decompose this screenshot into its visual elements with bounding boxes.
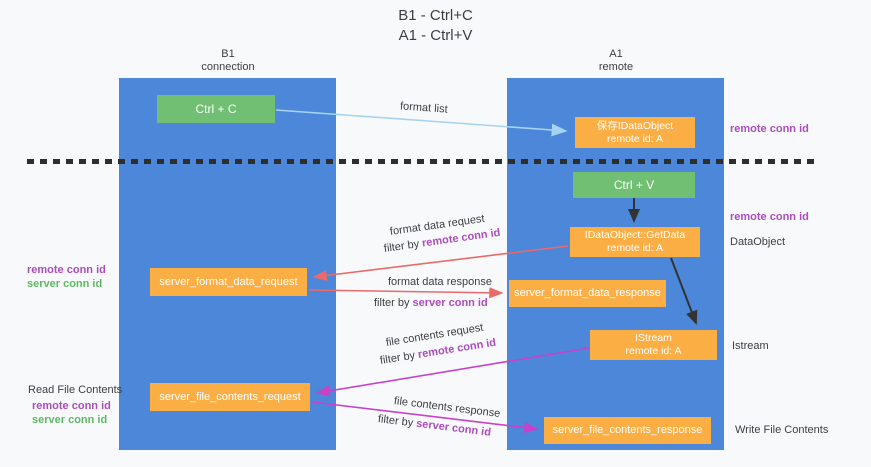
istream-line1: IStream	[635, 332, 672, 344]
server-file-contents-response-label: server_file_contents_response	[552, 424, 703, 436]
getdata-node: IDataObject::GetData remote id: A	[570, 227, 700, 257]
right-column-role: remote	[598, 61, 634, 73]
save-dataobject-node: 保存IDataObject remote id: A	[575, 117, 695, 148]
left-remote-conn-id-label-2: remote conn id	[32, 400, 111, 412]
getdata-line1: IDataObject::GetData	[584, 229, 686, 241]
left-column-role: connection	[201, 61, 255, 73]
ctrl-c-node: Ctrl + C	[157, 95, 275, 123]
phase-separator-dashed-line	[27, 159, 820, 164]
title-line-2: A1 - Ctrl+V	[398, 27, 473, 44]
read-file-contents-label: Read File Contents	[28, 384, 123, 396]
format-data-response-arrow	[308, 287, 504, 299]
format-list-edge-label: format list	[399, 100, 449, 116]
left-server-conn-id-label-1: server conn id	[27, 278, 103, 290]
left-column-name: B1	[221, 48, 235, 60]
right-column-header: A1 remote	[536, 48, 696, 74]
right-column-name: A1	[609, 48, 623, 60]
filter4-prefix: filter by	[377, 413, 417, 430]
title-line-1: B1 - Ctrl+C	[398, 7, 473, 24]
server-format-data-response-node: server_format_data_response	[509, 280, 666, 307]
format-data-response-edge-label: format data response	[388, 276, 492, 288]
right-remote-conn-id-label-1: remote conn id	[730, 123, 809, 135]
server-format-data-request-node: server_format_data_request	[150, 268, 307, 296]
ctrl-c-label: Ctrl + C	[195, 101, 237, 116]
getdata-line2: remote id: A	[606, 242, 664, 254]
filter2-prefix: filter by	[374, 297, 413, 309]
left-server-conn-id-label-2: server conn id	[32, 414, 108, 426]
istream-line2: remote id: A	[625, 345, 682, 357]
server-format-data-request-label: server_format_data_request	[159, 275, 298, 288]
server-file-contents-request-node: server_file_contents_request	[150, 383, 310, 411]
filter3-prefix: filter by	[379, 349, 419, 367]
left-column-header: B1 connection	[148, 48, 308, 74]
save-dataobject-line1: 保存IDataObject	[596, 119, 674, 132]
server-file-contents-request-label: server_file_contents_request	[159, 390, 301, 403]
write-file-contents-label: Write File Contents	[735, 424, 829, 436]
filter-by-server-conn-id-label-1: filter by server conn id	[374, 297, 488, 309]
diagram-title: B1 - Ctrl+C A1 - Ctrl+V	[0, 6, 871, 46]
right-remote-conn-id-label-2: remote conn id	[730, 211, 809, 223]
filter2-value: server conn id	[412, 297, 488, 309]
istream-side-label: Istream	[732, 340, 769, 352]
ctrl-v-node: Ctrl + V	[573, 172, 695, 198]
dataobject-label: DataObject	[730, 236, 786, 248]
left-remote-conn-id-label-1: remote conn id	[27, 264, 106, 276]
server-format-data-response-label: server_format_data_response	[514, 287, 661, 299]
filter4-value: server conn id	[415, 417, 492, 439]
server-file-contents-response-node: server_file_contents_response	[544, 417, 711, 444]
ctrl-v-label: Ctrl + V	[613, 177, 655, 192]
istream-node: IStream remote id: A	[590, 330, 717, 360]
filter1-prefix: filter by	[383, 237, 423, 255]
save-dataobject-line2: remote id: A	[606, 132, 664, 145]
